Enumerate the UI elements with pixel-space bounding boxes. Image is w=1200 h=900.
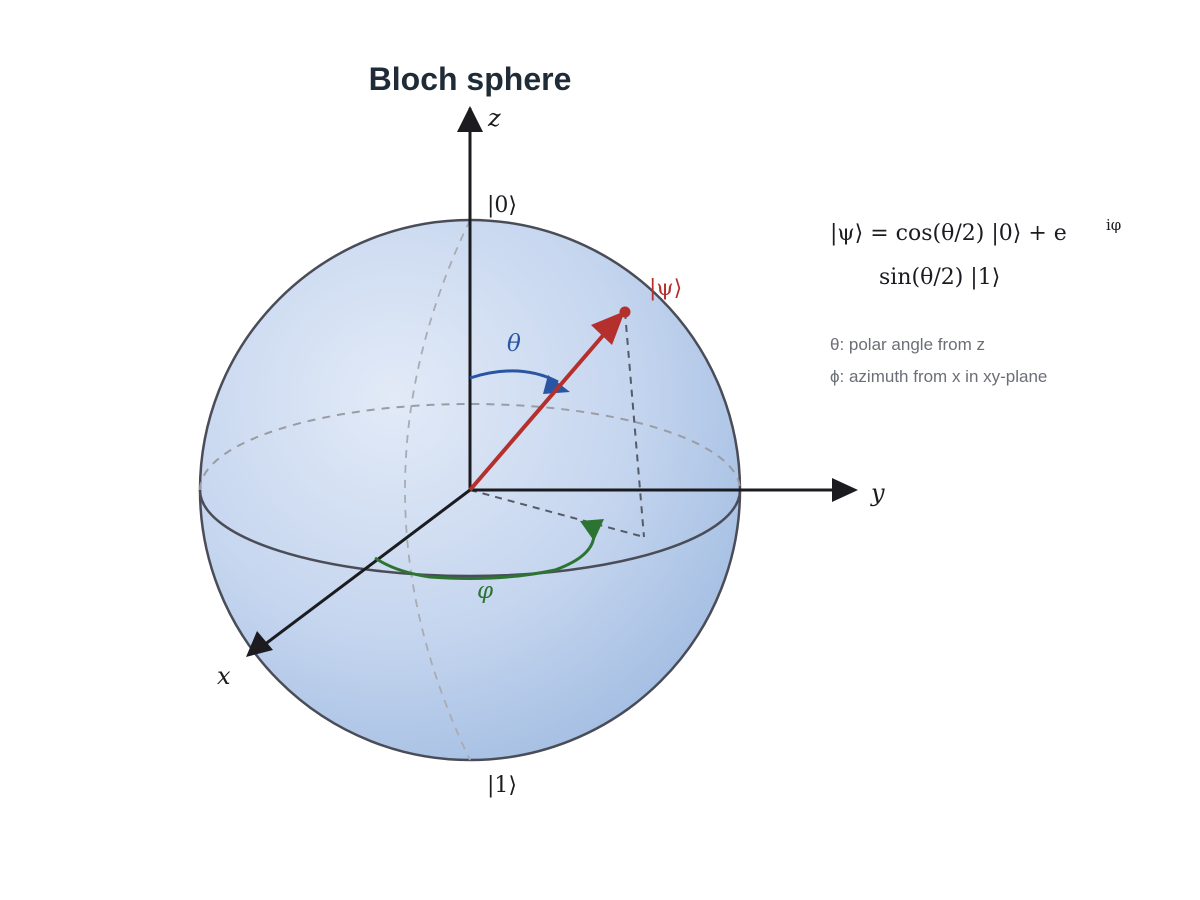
theta-label: θ	[507, 331, 521, 357]
z-axis-arrowhead	[457, 106, 483, 132]
state-equation-line-1: |ψ⟩ = cos(θ/2) |0⟩ + e	[830, 221, 1067, 246]
y-axis-arrowhead	[832, 478, 858, 502]
z-axis-label: z	[487, 104, 501, 132]
x-axis	[263, 488, 471, 647]
state-equation-superscript: iφ	[1106, 216, 1121, 234]
ket-one-label: |1⟩	[487, 773, 517, 798]
psi-tip-dot	[619, 306, 631, 318]
phi-arc	[374, 533, 596, 580]
phi-arrowhead	[580, 519, 604, 541]
state-equation-line-2: sin(θ/2) |1⟩	[879, 265, 1000, 290]
note-theta: θ: polar angle from z	[830, 335, 985, 354]
equator-back-dashed	[199, 403, 741, 491]
phi-label: φ	[477, 578, 494, 604]
diagram-title: Bloch sphere	[369, 61, 572, 97]
psi-vector	[468, 330, 608, 492]
meridian-back-dashed	[404, 219, 471, 761]
note-phi: ϕ: azimuth from x in xy-plane	[830, 367, 1047, 386]
x-axis-label: x	[217, 662, 231, 690]
x-axis-arrowhead	[246, 631, 273, 657]
y-axis-label: y	[870, 479, 885, 507]
equator-front	[198, 489, 742, 578]
psi-arrowhead	[591, 311, 625, 345]
projection-xy-dashed	[469, 489, 645, 538]
ket-psi-label: |ψ⟩	[649, 276, 682, 301]
theta-arrowhead	[543, 375, 570, 394]
projection-drop-dashed	[624, 311, 645, 538]
ket-zero-label: |0⟩	[487, 193, 517, 218]
